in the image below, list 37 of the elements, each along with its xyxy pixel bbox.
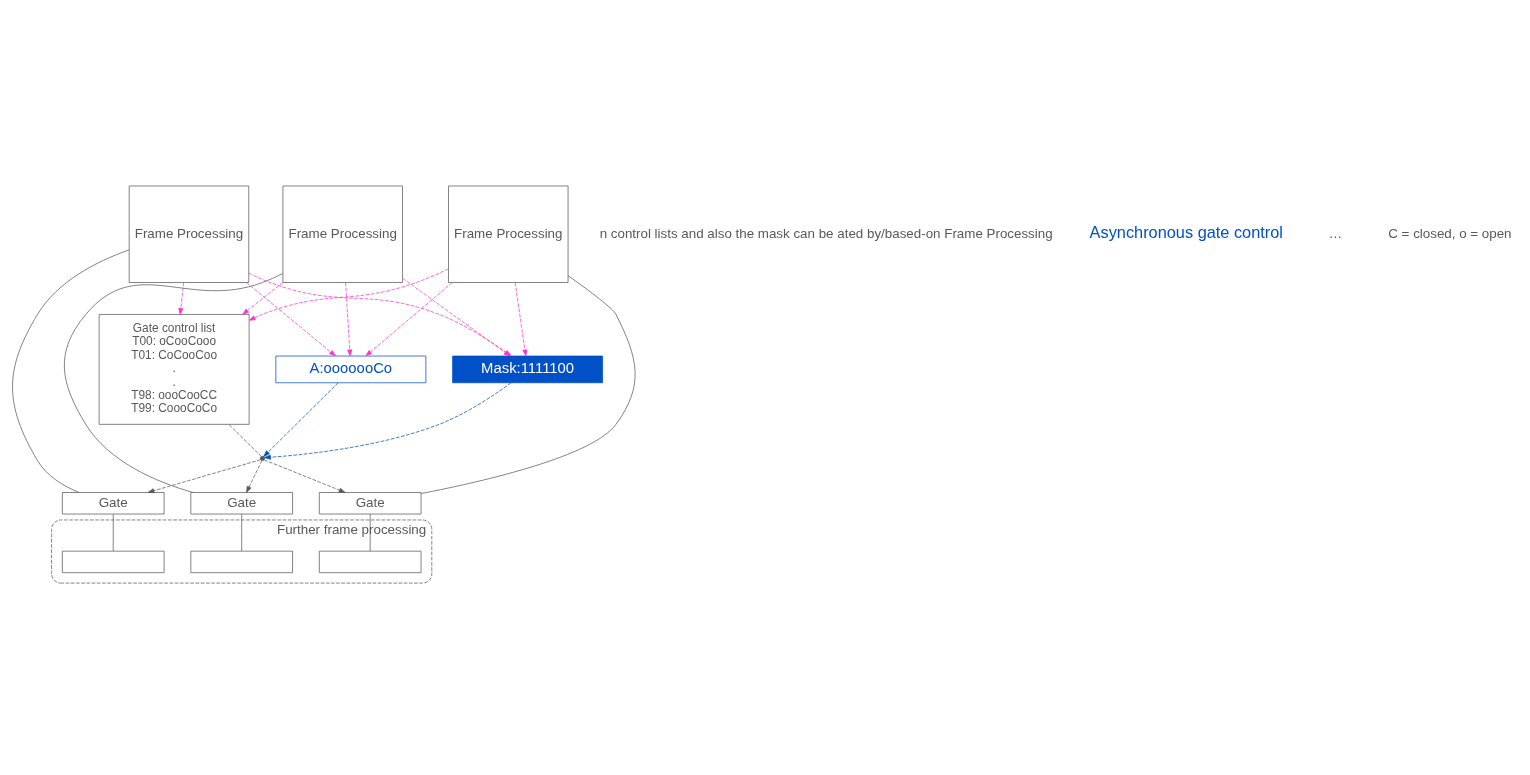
arrow [264, 459, 346, 493]
node-box: A:ooooooCo [275, 355, 427, 384]
node-box [190, 550, 293, 574]
arrow [147, 459, 261, 494]
connector [369, 513, 371, 552]
arrow [264, 382, 512, 460]
node-box [318, 550, 422, 574]
connector [64, 273, 284, 493]
label: C = closed, o = open [1388, 225, 1512, 241]
arrow [514, 282, 528, 357]
node-box: Gate [62, 492, 165, 515]
node-box: Frame Processing [128, 185, 250, 283]
connector [228, 424, 262, 457]
node-box: Gate [190, 492, 293, 515]
node-box: Gate control list T00: oCooCooo T01: CoCooCoo . . T98: oooCooCC T99: CoooCoCo [98, 314, 250, 425]
cluster: Further frame processing [51, 519, 433, 584]
arrow [178, 282, 185, 315]
connector [241, 513, 243, 552]
connector [420, 275, 636, 494]
label: Asynchronous gate control [1089, 223, 1283, 242]
arrow [248, 268, 449, 321]
node-box: Frame Processing [448, 185, 569, 283]
arrow [246, 282, 336, 357]
label: … [1328, 225, 1343, 241]
connector [112, 513, 114, 552]
node-box: Frame Processing [282, 185, 403, 283]
arrow [263, 382, 339, 457]
node-point [260, 455, 265, 461]
label: n control lists and also the mask can be ated by/based-on Frame Processing [599, 225, 1053, 241]
arrow [345, 282, 353, 357]
node-box: Gate [318, 492, 422, 515]
arrow [365, 282, 453, 357]
arrow [246, 460, 263, 493]
node-box [62, 550, 165, 574]
arrow [242, 282, 284, 315]
connector [12, 249, 130, 493]
node-box: Mask:1111100 [452, 355, 603, 384]
